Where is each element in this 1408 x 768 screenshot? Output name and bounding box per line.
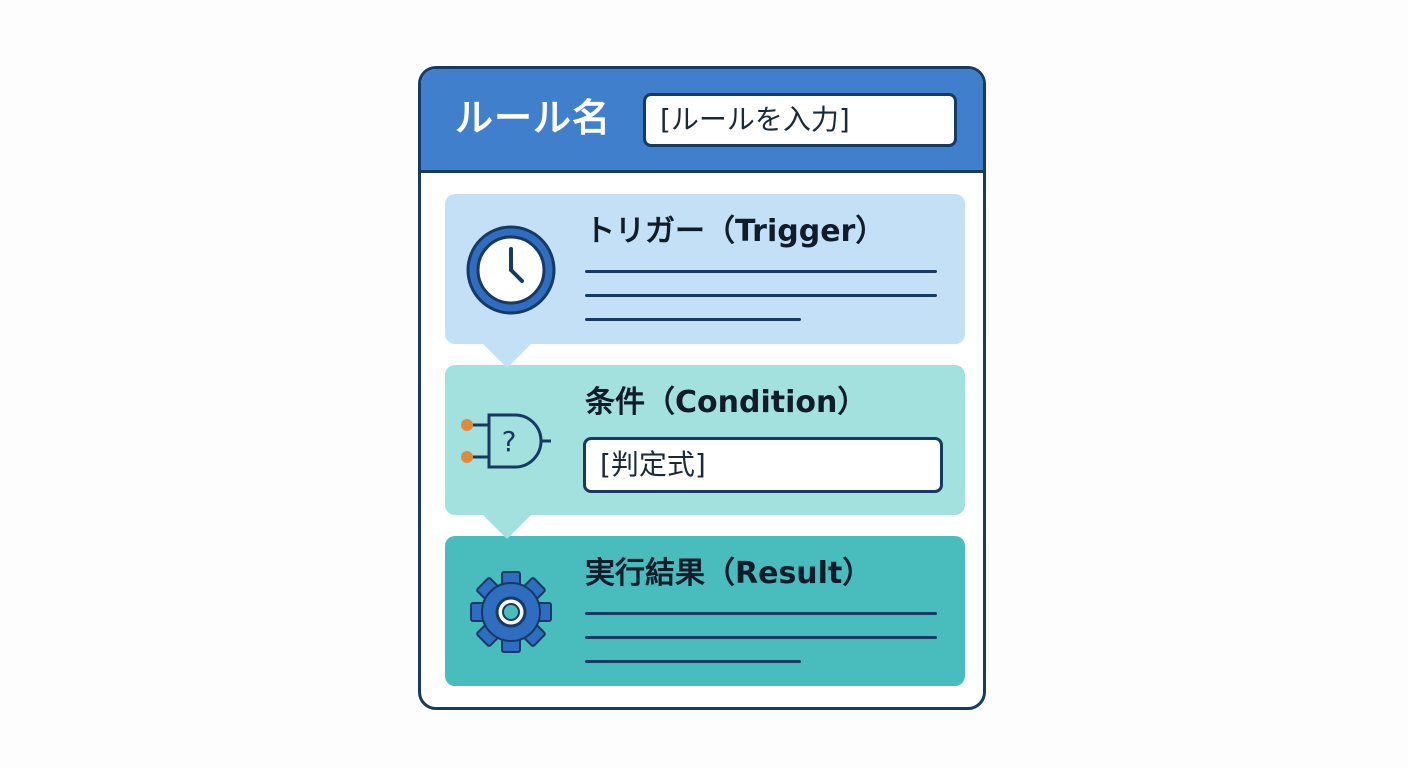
trigger-connector-notch [481,342,533,368]
result-title: 実行結果（Result） [585,556,873,591]
result-text-line [585,660,801,663]
condition-expression-input[interactable]: [判定式] [583,437,943,493]
trigger-text-line [585,294,937,297]
trigger-panel: トリガー（Trigger） [445,194,965,368]
rule-name-label: ルール名 [455,96,612,140]
result-text-line [585,636,937,639]
condition-connector-notch [481,513,533,539]
rule-header: ルール名 [ルールを入力] [421,69,983,173]
result-text-line [585,612,937,615]
logic-gate-question-icon: ? [461,413,551,469]
trigger-text-line [585,318,801,321]
trigger-text-line [585,270,937,273]
gear-icon [470,571,552,653]
clock-icon [466,225,556,315]
result-panel: 実行結果（Result） [445,536,965,686]
trigger-title: トリガー（Trigger） [585,214,886,249]
rule-card: ルール名 [ルールを入力] トリガー（Trigger） ? 条件（Conditi… [418,66,986,710]
rule-name-input[interactable]: [ルールを入力] [643,93,957,147]
condition-title: 条件（Condition） [585,385,868,420]
svg-text:?: ? [502,425,517,458]
condition-panel: ? 条件（Condition） [判定式] [445,365,965,539]
